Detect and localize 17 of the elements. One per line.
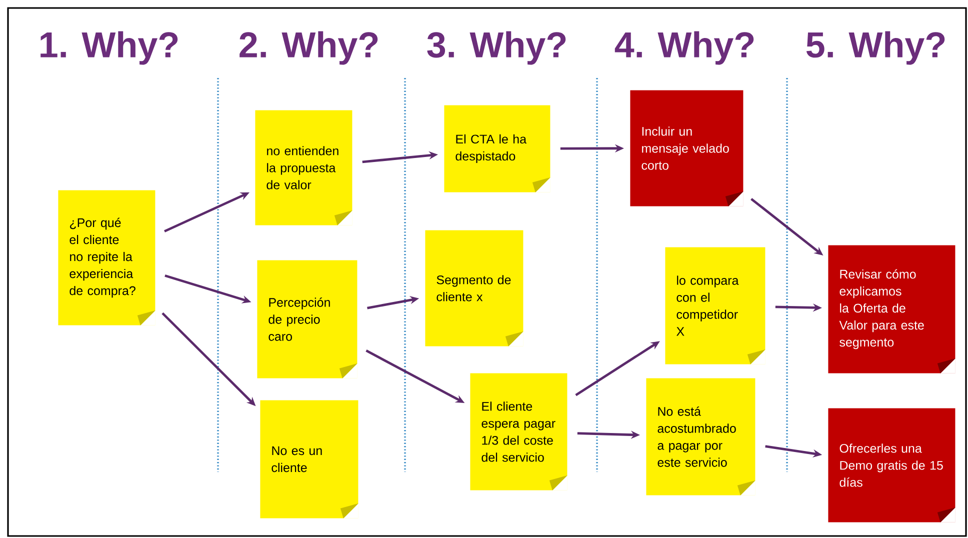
- sticky-note: Percepción de precio caro: [257, 260, 358, 378]
- sticky-note: no entienden la propuesta de valor: [255, 110, 352, 226]
- column-heading: 4. Why?: [614, 31, 754, 65]
- column-heading: 5. Why?: [806, 31, 945, 65]
- sticky-note: Segmento de cliente x: [425, 230, 524, 346]
- column-heading: 2. Why?: [240, 31, 378, 65]
- column-heading: 3. Why?: [427, 31, 566, 65]
- sticky-note: El CTA le ha despistado: [444, 105, 550, 192]
- column-heading: 1. Why?: [40, 31, 178, 65]
- sticky-note: Ofrecerles una Demo gratis de 15 días: [828, 408, 956, 522]
- sticky-note: Incluir un mensaje velado corto: [630, 90, 744, 206]
- sticky-note: El cliente espera pagar 1/3 del coste del servicio: [470, 373, 568, 490]
- sticky-note: lo compara con el competidor X: [665, 247, 766, 364]
- sticky-note: No es un cliente: [260, 400, 358, 518]
- sticky-note: No está acostumbrado a pagar por este servicio: [646, 378, 756, 496]
- sticky-note: Revisar cómo explicamos la Oferta de Valor para este segmento: [828, 245, 956, 374]
- sticky-note: ¿Por qué el cliente no repite la experiencia de compra?: [58, 190, 156, 326]
